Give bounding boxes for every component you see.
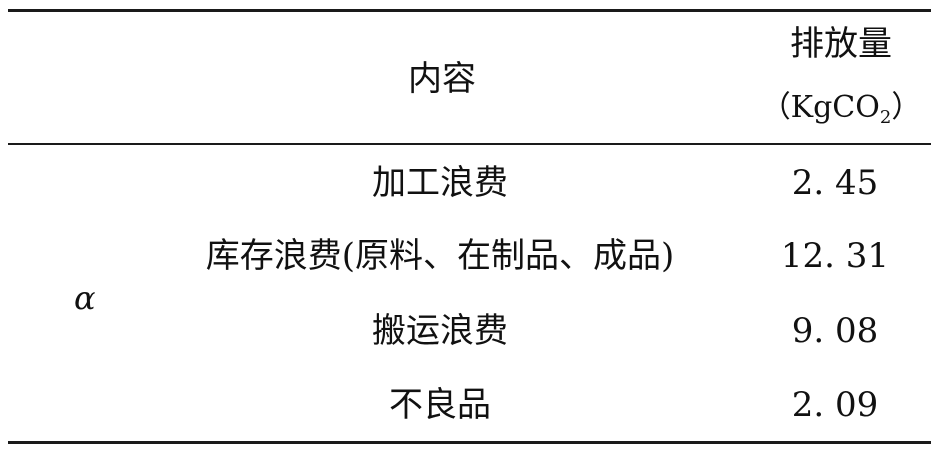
header-content: 内容	[408, 59, 476, 99]
row-item: 不良品	[389, 385, 491, 425]
header-unit: （KgCO2）	[761, 88, 922, 128]
row-value: 9. 08	[791, 311, 879, 351]
row-item: 搬运浪费	[372, 311, 508, 351]
group-label: α	[74, 279, 96, 317]
row-item: 加工浪费	[372, 163, 508, 203]
header-unit-subscript: 2	[879, 107, 892, 128]
table-bottom-rule	[8, 441, 931, 444]
table-top-rule	[8, 9, 931, 12]
header-unit-open: （KgCO	[760, 90, 880, 125]
row-value: 2. 45	[791, 163, 879, 203]
row-item: 库存浪费(原料、在制品、成品)	[205, 236, 675, 276]
row-value: 12. 31	[780, 236, 890, 276]
header-unit-close: ）	[891, 90, 922, 125]
header-emission: 排放量	[790, 24, 892, 64]
table-header-rule	[8, 143, 931, 145]
row-value: 2. 09	[791, 385, 879, 425]
